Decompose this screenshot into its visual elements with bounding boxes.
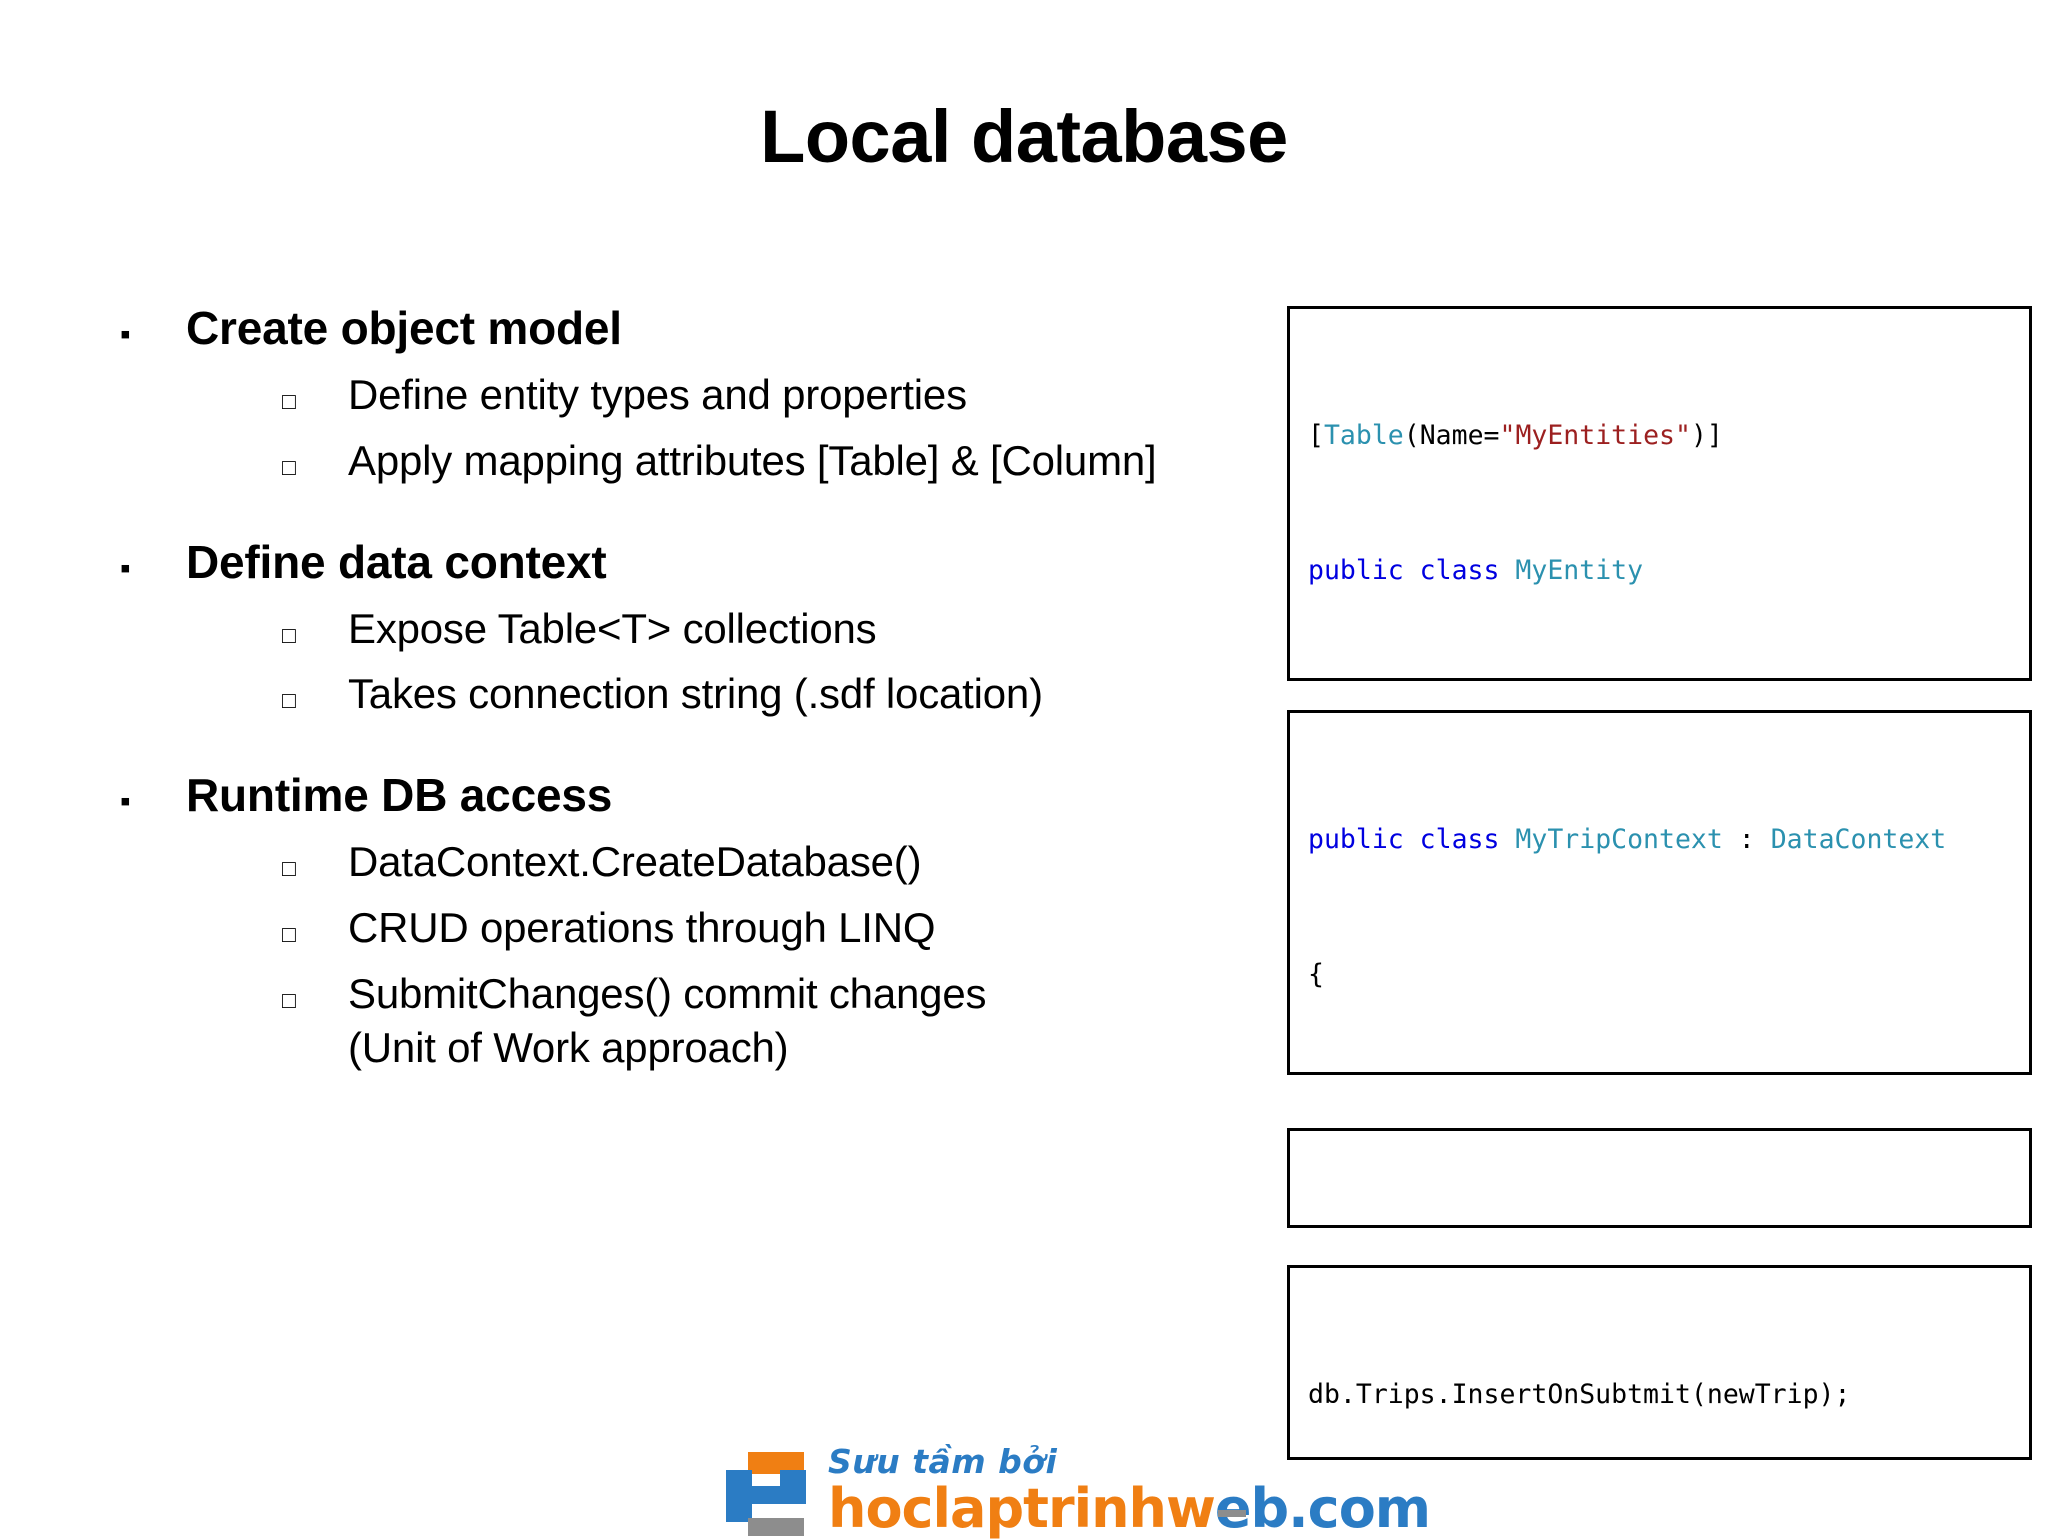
logo-top-bar (748, 1452, 804, 1474)
bullet-level2-text: Expose Table<T> collections (348, 604, 877, 652)
bullet-level2-row: □ CRUD operations through LINQ (120, 901, 1260, 955)
code-line: [Table(Name="MyEntities")] (1308, 420, 1723, 451)
bullet-level1-row: ▪ Runtime DB access (120, 767, 1260, 823)
bullet-level2-row: □ Define entity types and properties (120, 368, 1260, 422)
bullet-level2-text-line1: SubmitChanges() commit changes (348, 969, 987, 1017)
bullet-level2-text: Takes connection string (.sdf location) (348, 670, 1043, 718)
logo-h-crossbar (726, 1486, 806, 1504)
watermark-domain-e-glyph: e (1214, 1477, 1252, 1540)
watermark-domain-part1: hoclaptrinhw (828, 1477, 1216, 1540)
code-snippet-entity-model: [Table(Name="MyEntities")] public class … (1287, 306, 2032, 681)
logo-bottom-bar (748, 1518, 804, 1536)
bullet-level1-heading: Create object model (186, 302, 622, 354)
filled-square-bullet-icon: ▪ (120, 551, 131, 585)
bullet-level2-row: □ Expose Table<T> collections (120, 602, 1260, 656)
watermark-text-block: Sưu tầm bởi hoclaptrinhweb.com (828, 1442, 1431, 1540)
bullet-group-create-object-model: ▪ Create object model □ Define entity ty… (120, 300, 1260, 488)
bullet-level2-text: Define entity types and properties (348, 371, 967, 419)
hollow-square-bullet-icon: □ (282, 855, 296, 882)
code-snippet-data-context: public class MyTripContext : DataContext… (1287, 710, 2032, 1075)
bullet-level2-text: CRUD operations through LINQ (348, 904, 936, 952)
bullet-level2-row: □ SubmitChanges() commit changes (Unit o… (120, 967, 1260, 1075)
bullet-group-define-data-context: ▪ Define data context □ Expose Table<T> … (120, 534, 1260, 722)
filled-square-bullet-icon: ▪ (120, 785, 131, 819)
bullet-group-runtime-db-access: ▪ Runtime DB access □ DataContext.Create… (120, 767, 1260, 1074)
code-snippet-crud-operations: db.Trips.InsertOnSubtmit(newTrip); db.Tr… (1287, 1265, 2032, 1460)
code-line: public class MyEntity (1308, 555, 1644, 586)
watermark-tagline: Sưu tầm bởi (828, 1442, 1058, 1481)
watermark-domain-part2: b.com (1250, 1477, 1432, 1540)
bullet-level1-row: ▪ Define data context (120, 534, 1260, 590)
bullet-level2-text-multiline: SubmitChanges() commit changes (Unit of … (348, 967, 986, 1075)
bullet-level2-text-line2: (Unit of Work approach) (348, 1023, 789, 1071)
hollow-square-bullet-icon: □ (282, 921, 296, 948)
bullet-level2-text: Apply mapping attributes [Table] & [Colu… (348, 436, 1157, 484)
bullet-list: ▪ Create object model □ Define entity ty… (120, 300, 1260, 1098)
code-line: public class MyTripContext : DataContext (1308, 824, 1947, 855)
bullet-level2-text: DataContext.CreateDatabase() (348, 838, 922, 886)
code-line: { (1308, 959, 1324, 990)
hollow-square-bullet-icon: □ (282, 687, 296, 714)
hoclaptrinhweb-logo-icon (718, 1448, 814, 1536)
filled-square-bullet-icon: ▪ (120, 318, 131, 351)
hollow-square-bullet-icon: □ (282, 621, 296, 648)
code-line: db.Trips.InsertOnSubtmit(newTrip); (1308, 1379, 1851, 1410)
footer-watermark: Sưu tầm bởi hoclaptrinhweb.com (718, 1442, 1431, 1540)
bullet-level2-row: □ DataContext.CreateDatabase() (120, 835, 1260, 889)
hollow-square-bullet-icon: □ (282, 453, 296, 480)
bullet-level1-row: ▪ Create object model (120, 300, 1260, 356)
hollow-square-bullet-icon: □ (282, 388, 296, 415)
bullet-level1-heading: Runtime DB access (186, 769, 613, 822)
page-title: Local database (760, 95, 1288, 178)
group-spacer (120, 745, 1260, 767)
bullet-level2-row: □ Takes connection string (.sdf location… (120, 667, 1260, 721)
hollow-square-bullet-icon: □ (282, 986, 296, 1013)
group-spacer (120, 512, 1260, 534)
bullet-level2-row: □ Apply mapping attributes [Table] & [Co… (120, 434, 1260, 488)
watermark-domain: hoclaptrinhweb.com (828, 1477, 1431, 1540)
code-snippet-linq-query: var query = db.Trips.Where( t => t.Title… (1287, 1128, 2032, 1228)
bullet-level1-heading: Define data context (186, 535, 607, 588)
